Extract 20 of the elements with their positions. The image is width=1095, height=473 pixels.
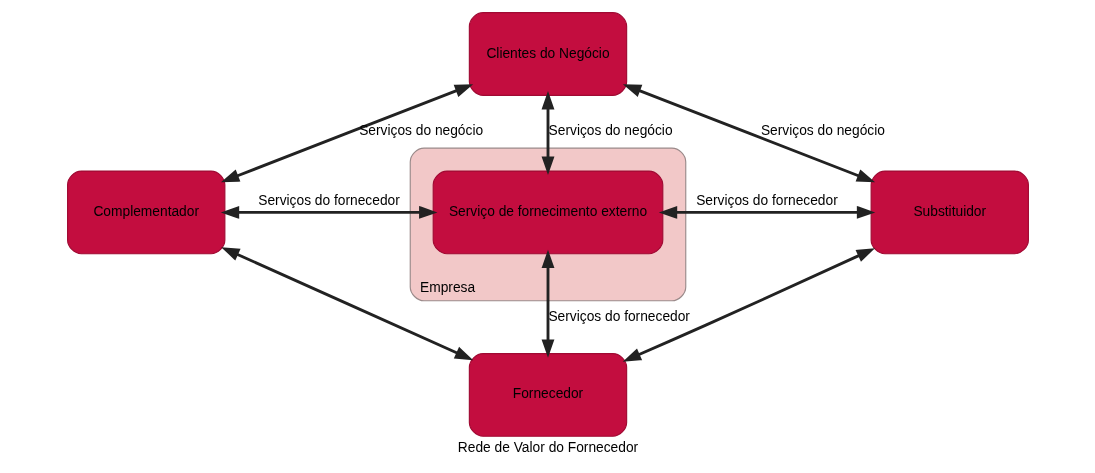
- edge-label: Serviços do negócio: [548, 123, 673, 139]
- edge-label: Serviços do fornecedor: [257, 193, 400, 209]
- arrow: [622, 84, 875, 183]
- edge-label: Serviços do negócio: [760, 123, 885, 139]
- arrow: [541, 91, 554, 175]
- node-box: Fornecedor: [468, 353, 627, 437]
- node-box: Complementador: [66, 170, 225, 255]
- arrow: [541, 249, 554, 358]
- arrow: [220, 205, 437, 219]
- arrow: [658, 205, 875, 219]
- edge-label: Serviços do fornecedor: [547, 308, 690, 324]
- arrow: [220, 84, 473, 183]
- edge-label: Serviços do negócio: [358, 123, 483, 139]
- node-box: Substituidor: [870, 170, 1029, 255]
- arrow: [622, 248, 875, 362]
- node-box: Clientes do Negócio: [468, 12, 627, 96]
- node-box: Serviço de fornecimento externo: [432, 170, 663, 255]
- arrow: [220, 247, 473, 361]
- caption: Rede de Valor do Fornecedor: [457, 439, 638, 455]
- edge-label: Serviços do fornecedor: [695, 193, 838, 209]
